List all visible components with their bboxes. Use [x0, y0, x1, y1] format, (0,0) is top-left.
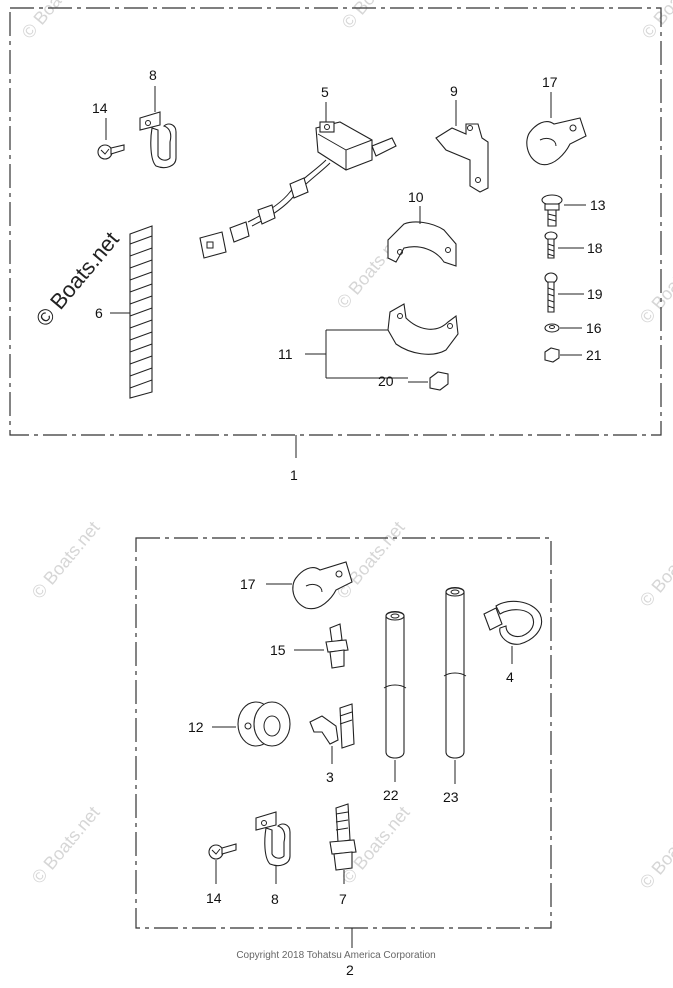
kit-2-label: 2: [346, 962, 354, 978]
part-18-screw: [544, 231, 584, 259]
callout-8-kit2: 8: [271, 891, 279, 907]
part-17-p-clamp-kit2: [266, 561, 353, 610]
copyright-notice: Copyright 2018 Tohatsu America Corporati…: [236, 950, 435, 961]
part-6-spiral-wrap: [110, 225, 153, 399]
part-15-fitting: [294, 623, 349, 669]
callout-14-kit2: 14: [206, 890, 222, 906]
part-8-clamp: [139, 86, 177, 169]
part-7-straight-fitting: [329, 803, 357, 884]
part-5-switch-harness: [199, 102, 397, 259]
callout-15: 15: [270, 642, 286, 658]
callout-14: 14: [92, 100, 108, 116]
part-4-cable-tie: [483, 600, 542, 664]
part-23-tube: [443, 586, 467, 784]
watermark: © Boats.net: [28, 802, 104, 887]
callout-9: 9: [450, 83, 458, 99]
kit-1-label: 1: [290, 467, 298, 483]
callout-19: 19: [587, 286, 603, 302]
watermark: © Boats.net: [636, 242, 673, 327]
part-13-flange-bolt: [541, 194, 586, 227]
part-20-nut: [408, 371, 449, 391]
callout-16: 16: [586, 320, 602, 336]
watermark: © Boats.net: [333, 517, 409, 602]
callout-18: 18: [587, 240, 603, 256]
part-22-tube: [383, 610, 407, 782]
callout-17-kit2: 17: [240, 576, 256, 592]
part-17-p-clamp: [526, 92, 587, 166]
callout-11: 11: [278, 346, 293, 362]
part-10-mount-upper: [387, 206, 457, 267]
callout-4: 4: [506, 669, 514, 685]
callout-3: 3: [326, 769, 334, 785]
part-3-elbow-fitting: [309, 703, 355, 764]
callout-23: 23: [443, 789, 459, 805]
callout-5: 5: [321, 84, 329, 100]
watermark: © Boats.net: [28, 517, 104, 602]
callout-20: 20: [378, 373, 394, 389]
part-8-clamp-kit2: [255, 811, 291, 884]
kit-2-frame: [135, 537, 552, 929]
part-19-screw: [544, 272, 584, 313]
part-14-screw: [97, 118, 125, 160]
part-21-nut: [544, 347, 582, 363]
watermark: © Boats.net: [18, 0, 94, 43]
callout-10: 10: [408, 189, 424, 205]
watermark: © Boats.net: [636, 525, 673, 610]
callout-22: 22: [383, 787, 399, 803]
kit-1-frame: [9, 7, 662, 436]
part-16-washer: [544, 323, 582, 333]
part-9-bracket: [435, 100, 489, 193]
watermark: © Boats.net: [638, 0, 673, 43]
callout-17: 17: [542, 74, 558, 90]
callout-13: 13: [590, 197, 606, 213]
callout-8: 8: [149, 67, 157, 83]
callout-7: 7: [339, 891, 347, 907]
watermark-main: © Boats.net: [31, 227, 124, 331]
watermark: © Boats.net: [338, 0, 414, 33]
part-14-screw-kit2: [208, 843, 237, 884]
watermark: © Boats.net: [636, 807, 673, 892]
callout-6: 6: [95, 305, 103, 321]
part-11-mount-lower: [305, 303, 459, 379]
callout-12: 12: [188, 719, 204, 735]
callout-21: 21: [586, 347, 602, 363]
part-12-grommet: [212, 701, 291, 747]
